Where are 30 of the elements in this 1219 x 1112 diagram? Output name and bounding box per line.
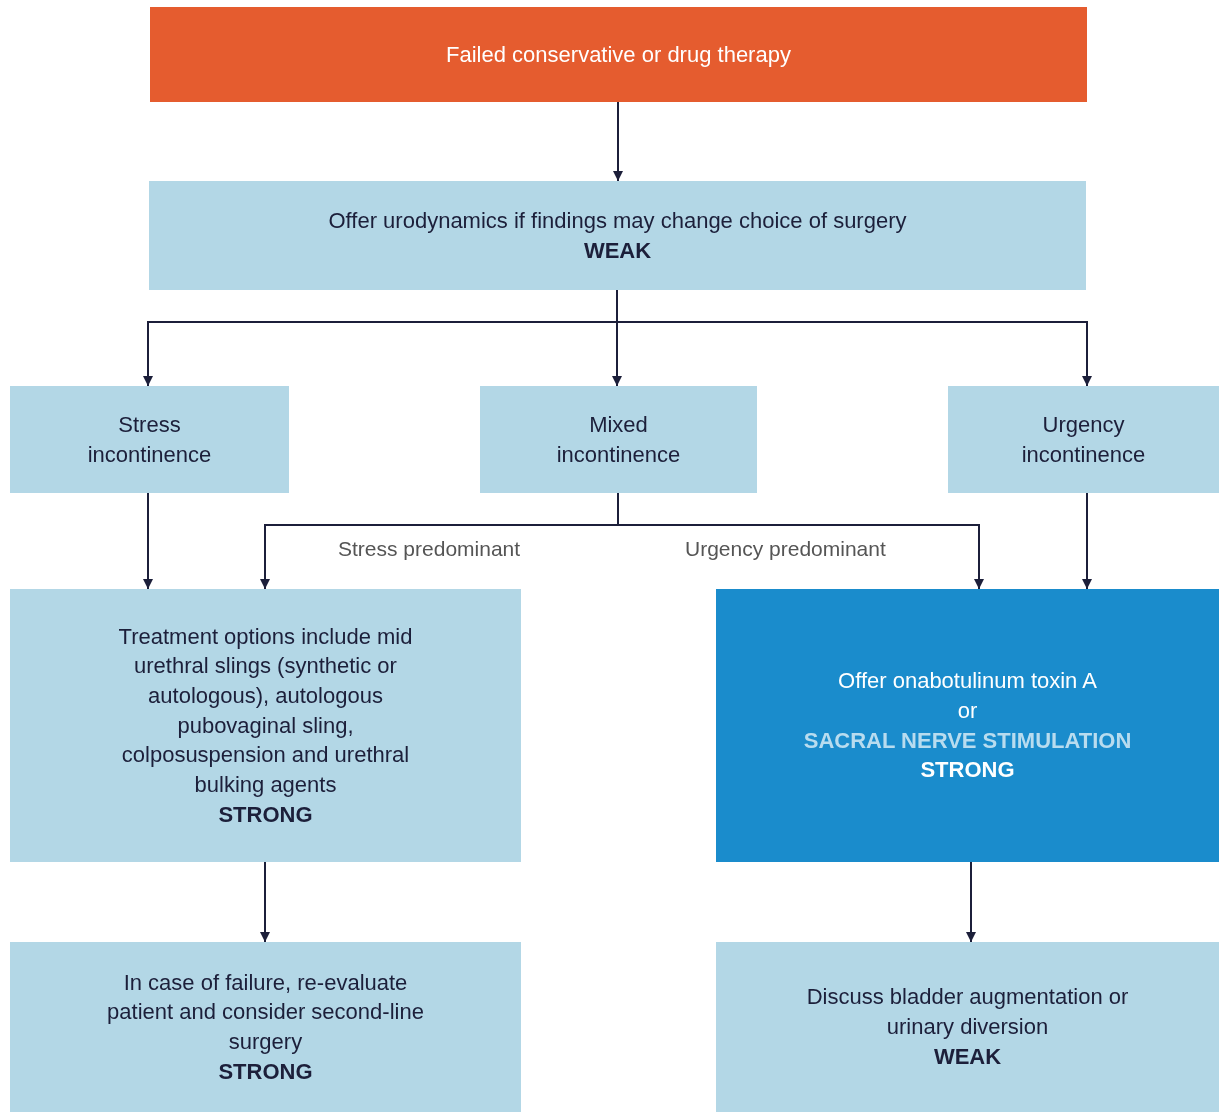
- node-text: Failed conservative or drug therapy: [446, 40, 791, 69]
- node-text: or: [957, 696, 978, 725]
- node-text: In case of failure, re-evaluate patient and consider second-line surgery: [106, 968, 425, 1056]
- arrow: [1082, 492, 1092, 590]
- process-box: [716, 589, 1219, 862]
- process-box: [480, 386, 757, 493]
- strength-rating: STRONG: [218, 800, 313, 829]
- node-text: Discuss bladder augmentation or urinary diversion: [806, 983, 1129, 1042]
- strength-rating: STRONG: [218, 1057, 313, 1086]
- process-box: [716, 942, 1219, 1112]
- strength-rating: STRONG: [920, 756, 1015, 785]
- arrow: [143, 492, 153, 590]
- node-text: Offer onabotulinum toxin A: [838, 667, 1097, 696]
- node-text: Offer urodynamics if findings may change choice of surgery: [328, 206, 907, 235]
- process-box: [948, 386, 1219, 493]
- arrow: [613, 101, 623, 182]
- process-box: [10, 942, 521, 1112]
- process-box: [10, 589, 521, 862]
- strength-rating: WEAK: [583, 236, 652, 265]
- node-text: SACRAL NERVE STIMULATION: [803, 726, 1132, 755]
- node-text: Treatment options include mid urethral slings (synthetic or autologous), autologous pubovaginal sling, colposuspension and urethral bulking agents: [117, 622, 414, 800]
- node-text: Urgency incontinence: [1020, 410, 1147, 469]
- node-text: Stress incontinence: [86, 410, 213, 469]
- node-text: Mixed incontinence: [555, 410, 682, 469]
- process-box: [149, 181, 1086, 290]
- process-box: [10, 386, 289, 493]
- arrow: [966, 861, 976, 943]
- strength-rating: WEAK: [933, 1042, 1002, 1071]
- start-box: [150, 7, 1087, 102]
- arrow: [260, 861, 270, 943]
